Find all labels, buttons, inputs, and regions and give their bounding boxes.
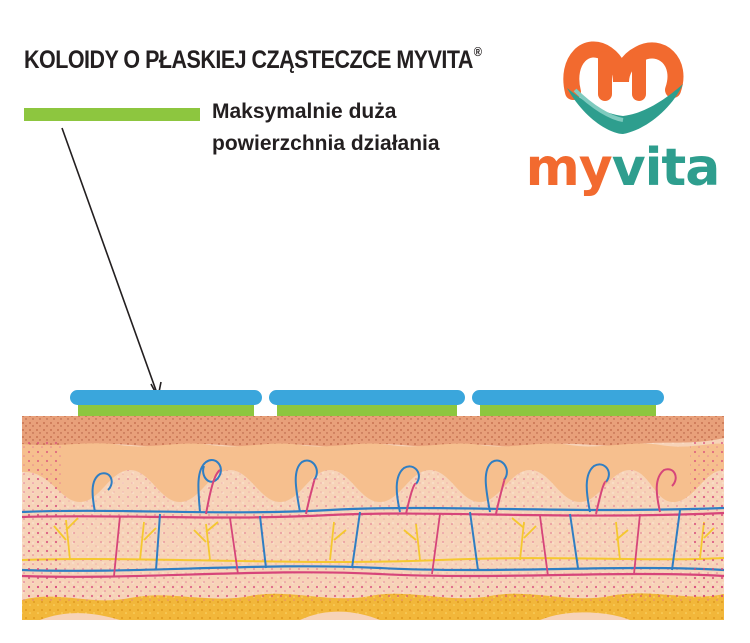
legend-line-2: powierzchnia działania xyxy=(212,132,440,155)
skin-cross-section xyxy=(21,416,725,620)
colloid-particle-2 xyxy=(269,390,465,418)
colloid-particle-1 xyxy=(70,390,262,418)
legend-line-1: Maksymalnie duża xyxy=(212,100,397,123)
legend-swatch xyxy=(24,108,200,121)
diagram-title: KOLOIDY O PŁASKIEJ CZĄSTECZCE MYVITA® xyxy=(24,44,482,75)
title-text: KOLOIDY O PŁASKIEJ CZĄSTECZCE MYVITA xyxy=(24,46,473,74)
colloid-particle-3 xyxy=(472,390,664,418)
registered-mark: ® xyxy=(473,44,482,59)
pointer-arrow xyxy=(61,127,159,397)
logo-wordmark: myvita xyxy=(515,138,730,198)
logo-word-my: my xyxy=(525,138,613,198)
legend-label: Maksymalnie duża powierzchnia działania xyxy=(212,96,440,160)
myvita-logo: myvita xyxy=(515,30,730,205)
logo-word-vita: vita xyxy=(611,138,721,198)
heart-leaf-m-icon xyxy=(563,41,684,134)
